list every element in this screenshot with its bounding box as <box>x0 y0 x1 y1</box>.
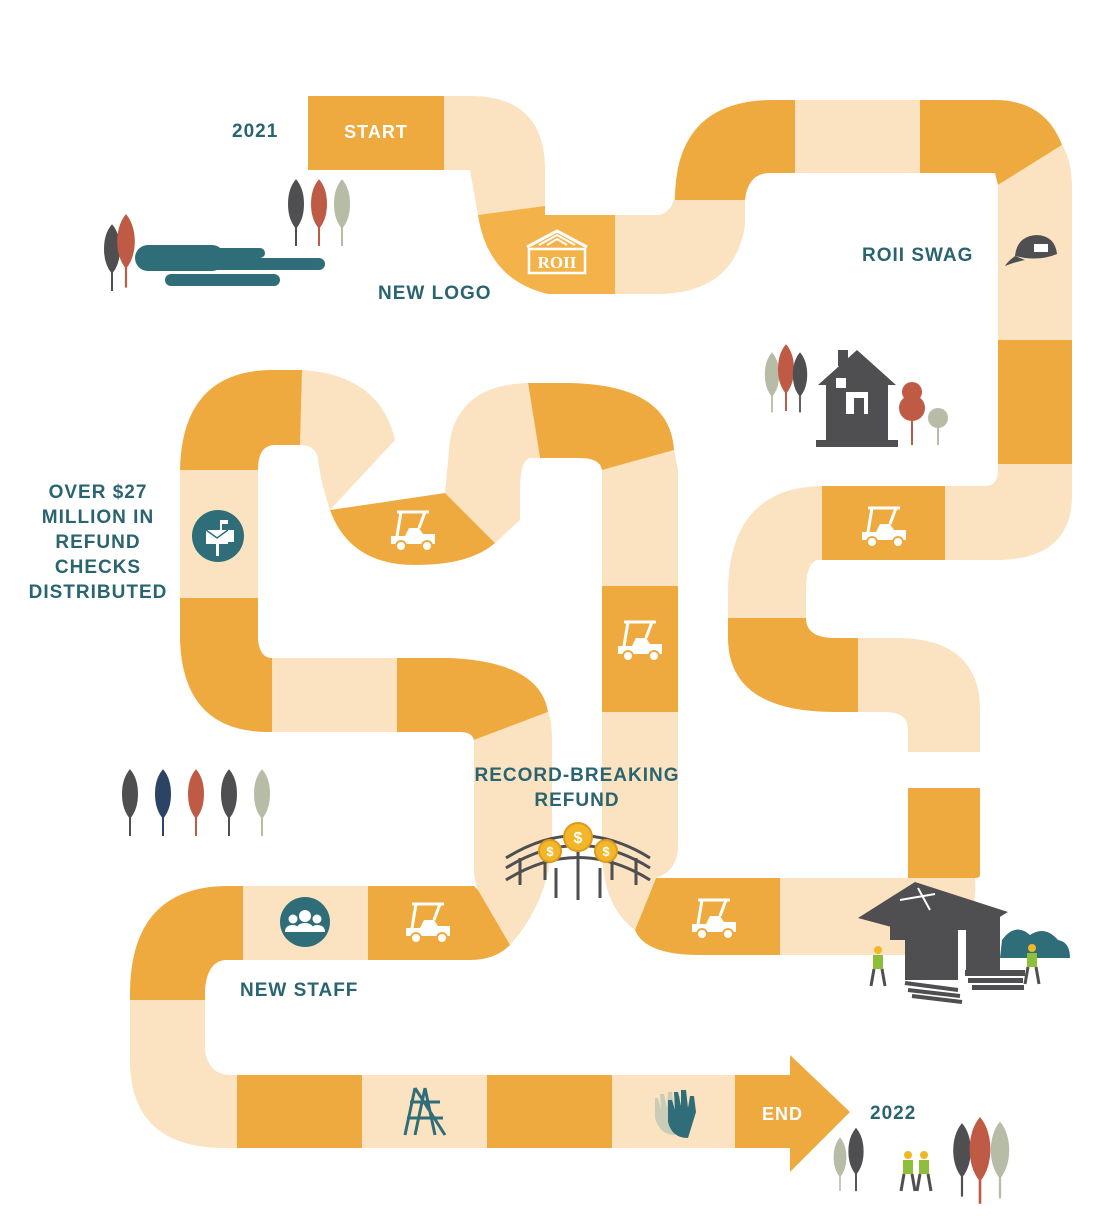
tree-icon <box>764 344 948 445</box>
svg-text:$: $ <box>574 830 583 847</box>
record-refund-label: RECORD-BREAKING REFUND <box>466 763 688 813</box>
cap-icon <box>1005 235 1057 266</box>
logo-text: ROII <box>538 253 577 272</box>
gloves-icon <box>655 1090 696 1138</box>
logo-icon <box>526 229 588 275</box>
coin-icon: $ $ $ <box>538 822 618 863</box>
record-refund-line: REFUND <box>534 790 620 811</box>
end-year: 2022 <box>870 1103 917 1124</box>
refund-checks-label: OVER $27 MILLION IN REFUND CHECKS DISTRI… <box>18 480 178 605</box>
ladder-icon <box>403 1087 447 1136</box>
record-refund-line: RECORD-BREAKING <box>474 765 680 786</box>
refund-checks-line: CHECKS <box>54 557 142 578</box>
worker-icon <box>915 1149 933 1193</box>
mailbox-icon <box>192 510 244 562</box>
svg-text:$: $ <box>602 844 610 859</box>
new-staff-label: NEW STAFF <box>240 980 359 1001</box>
people-icon <box>280 897 330 947</box>
path-section-1 <box>308 96 1072 560</box>
tree-icon <box>121 769 271 837</box>
new-logo-label: NEW LOGO <box>378 283 492 304</box>
worker-icon <box>899 1149 917 1193</box>
pond-icon <box>135 245 325 286</box>
construction-scene-icon <box>858 882 1070 1004</box>
end-label: END <box>761 1104 803 1124</box>
start-year: 2021 <box>232 121 279 142</box>
refund-checks-line: REFUND <box>55 532 141 553</box>
house-icon <box>816 350 898 447</box>
path-section-3 <box>180 370 679 945</box>
start-label: START <box>344 122 408 142</box>
svg-text:$: $ <box>546 844 554 859</box>
refund-checks-line: DISTRIBUTED <box>28 582 168 603</box>
refund-checks-line: OVER $27 <box>48 482 148 503</box>
swag-label: ROII SWAG <box>862 245 974 266</box>
refund-checks-line: MILLION IN <box>41 507 155 528</box>
